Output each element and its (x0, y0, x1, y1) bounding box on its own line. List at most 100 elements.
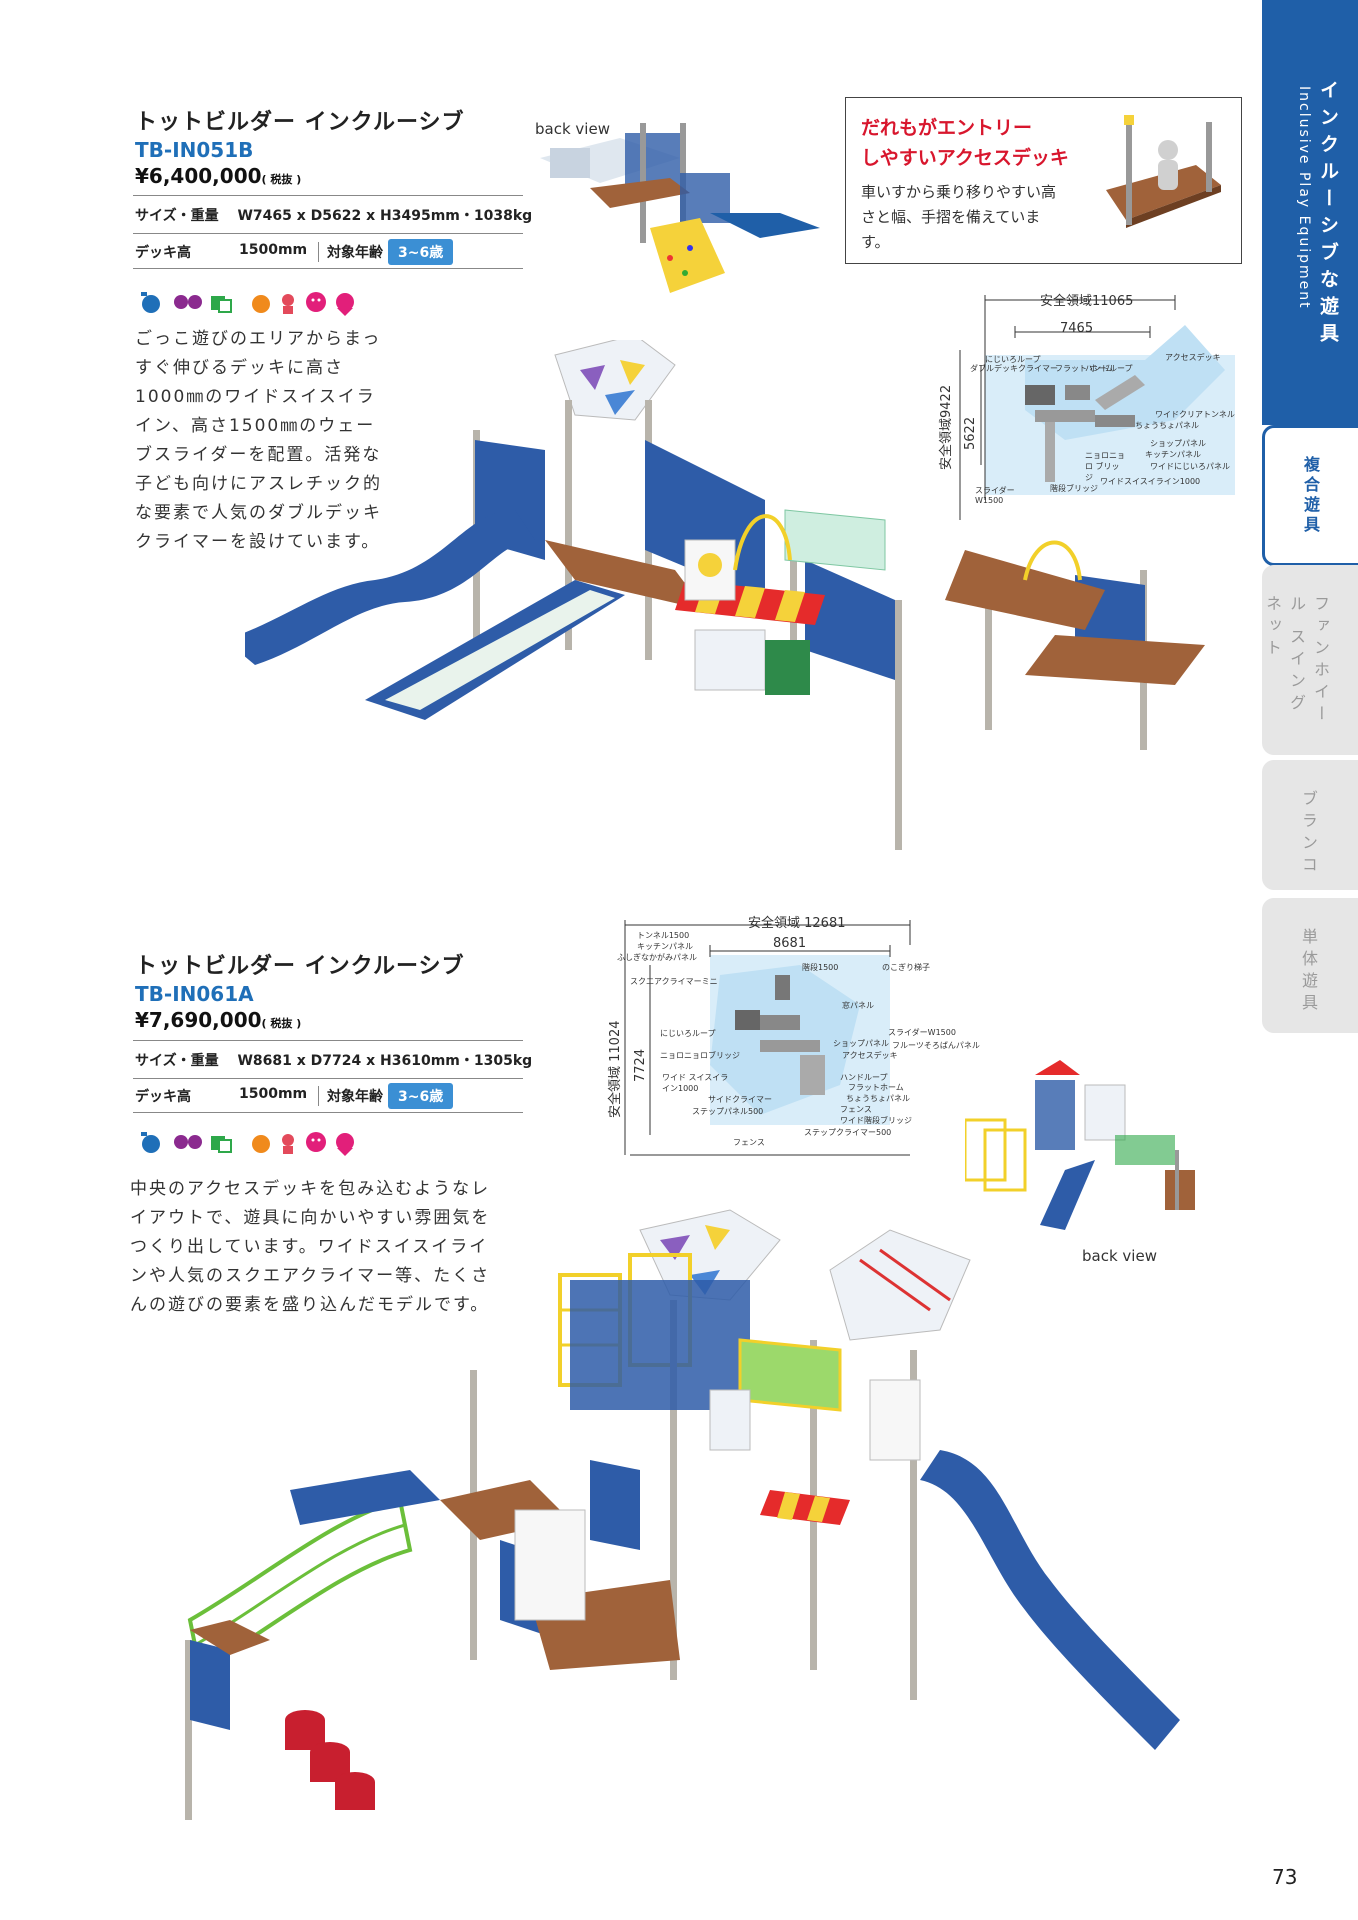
p1-lbl-10: ワイドにじいろパネル (1150, 462, 1230, 471)
product2-feature-icons (141, 1132, 354, 1156)
product2-back-view-label: back view (1082, 1247, 1157, 1265)
p1-lbl-12: 階段ブリッジ (1050, 484, 1098, 493)
product2-deck-value: 1500mm (239, 1086, 308, 1102)
product2-size-row: サイズ・重量 W8681 x D7724 x H3610mm・1305kg (135, 1050, 532, 1070)
p2-lbl-3: スクエアクライマーミニ (630, 977, 718, 986)
product1-back-view-label: back view (535, 120, 610, 138)
product1-rule-1 (133, 195, 523, 196)
side-tab-funwheel[interactable]: ファンホイール スイングネット (1262, 565, 1358, 755)
product2-rule-1 (133, 1040, 523, 1041)
product2-safety-width: 安全領域 12681 (748, 916, 846, 931)
side-tab-funwheel-label: ファンホイール スイングネット (1263, 595, 1330, 727)
side-tab-inclusive-en: Inclusive Play Equipment (1296, 86, 1312, 310)
p2-lbl-0: トンネル1500 (637, 931, 690, 940)
product2-code: TB-IN061A (135, 982, 254, 1006)
product1-tax: ( 税抜 ) (261, 173, 302, 186)
p1-lbl-8: キッチンパネル (1145, 450, 1201, 459)
product2-price-value: ¥7,690,000 (135, 1008, 262, 1032)
p2-lbl-6: 窓パネル (842, 1001, 874, 1010)
side-tab-inclusive[interactable]: インクルーシブな遊具 Inclusive Play Equipment (1262, 0, 1358, 425)
product2-depth: 7724 (633, 1048, 648, 1082)
p2-lbl-9: スライダーW1500 (888, 1028, 956, 1037)
side-tab-swing-label: ブランコ (1299, 790, 1318, 878)
product1-safety-width: 安全領域11065 (1040, 294, 1134, 309)
product1-size-value: W7465 x D5622 x H3495mm・1038kg (237, 208, 533, 224)
product1-feature-icons (141, 292, 354, 316)
product1-deck-value: 1500mm (239, 242, 308, 258)
product1-rule-3 (133, 268, 523, 269)
product2-price: ¥7,690,000( 税抜 ) (135, 1008, 301, 1032)
p2-lbl-4: 階段1500 (802, 963, 839, 972)
product2-safety-depth: 安全領域 11024 (608, 1020, 623, 1119)
product1-price: ¥6,400,000( 税抜 ) (135, 164, 301, 188)
product2-rule-3 (133, 1112, 523, 1113)
product1-age-label: 対象年齢 (318, 242, 383, 262)
product2-back-view-image (965, 1060, 1195, 1230)
p2-lbl-13: ワイド スイスイライン1000 (662, 1073, 729, 1093)
product1-callout: だれもがエントリー しやすいアクセスデッキ 車いすから乗り移りやすい高さと幅、手… (845, 97, 1242, 264)
side-tab-composite-label: 複合遊具 (1301, 456, 1320, 536)
p1-lbl-6: ちょうちょパネル (1135, 421, 1199, 430)
p2-lbl-7: にじいろループ (660, 1029, 716, 1038)
p1-lbl-0: にじいろループ (985, 355, 1041, 364)
page-number: 73 (1272, 1865, 1298, 1889)
product2-icons (133, 1128, 393, 1160)
product1-dimension-diagram (959, 295, 1235, 520)
side-tab-composite[interactable]: 複合遊具 (1262, 425, 1358, 566)
p2-lbl-8: ショップパネル (833, 1039, 889, 1048)
product2-size-label: サイズ・重量 (135, 1053, 219, 1069)
product2-rule-2 (133, 1078, 523, 1079)
product1-main-image (245, 340, 1205, 850)
product2-main-image (185, 1209, 1180, 1820)
p2-lbl-21: ステップクライマー500 (804, 1128, 892, 1137)
product2-age-label: 対象年齢 (318, 1086, 383, 1106)
product1-deck-row: デッキ高 1500mm 対象年齢 3~6歳 (135, 239, 525, 265)
p2-lbl-15: フラットホーム (848, 1083, 904, 1092)
p1-lbl-5: ワイドクリアトンネル (1155, 410, 1235, 419)
access-deck-image (1106, 115, 1221, 228)
product2-dimension-diagram (624, 920, 911, 1156)
product1-callout-title-1: だれもがエントリー (861, 117, 1033, 139)
product1-deck-label: デッキ高 (135, 245, 191, 261)
product1-age-badge: 3~6歳 (388, 239, 454, 265)
p1-lbl-7: ショップパネル (1150, 439, 1206, 448)
product2-deck-label: デッキ高 (135, 1089, 191, 1105)
product1-width: 7465 (1060, 321, 1094, 336)
p1-lbl-3: ハンドループ (1085, 364, 1133, 373)
p1-lbl-11: ワイドスイスイライン1000 (1100, 477, 1201, 486)
product1-size-row: サイズ・重量 W7465 x D5622 x H3495mm・1038kg (135, 205, 532, 225)
product2-deck-row: デッキ高 1500mm 対象年齢 3~6歳 (135, 1083, 525, 1109)
p2-lbl-22: フェンス (733, 1138, 765, 1147)
product1-rule-2 (133, 233, 523, 234)
p1-lbl-1: ダブルデッキクライマー (970, 364, 1058, 373)
p1-lbl-13: スライダー W1500 (975, 486, 1015, 505)
p2-lbl-2: ふしぎなかがみパネル (617, 953, 697, 962)
side-tab-swing[interactable]: ブランコ (1262, 760, 1358, 890)
product1-size-label: サイズ・重量 (135, 208, 219, 224)
product2-size-value: W8681 x D7724 x H3610mm・1305kg (237, 1053, 533, 1069)
side-tab-single[interactable]: 単体遊具 (1262, 898, 1358, 1033)
p2-lbl-19: フェンス (840, 1105, 872, 1114)
product1-callout-body: 車いすから乗り移りやすい高さと幅、手摺を備えています。 (861, 183, 1057, 251)
p1-lbl-4: アクセスデッキ (1165, 353, 1221, 362)
product1-icons (133, 288, 393, 320)
product2-tax: ( 税抜 ) (261, 1017, 302, 1030)
product1-title: トットビルダー インクルーシブ (135, 110, 465, 135)
p2-lbl-16: サイドクライマー (708, 1095, 772, 1104)
p2-lbl-5: のこぎり梯子 (882, 963, 930, 972)
p2-lbl-12: アクセスデッキ (842, 1051, 898, 1060)
p1-lbl-9: ニョロニョロ ブリッジ (1085, 451, 1125, 482)
product2-width: 8681 (773, 936, 807, 951)
side-tab-inclusive-jp: インクルーシブな遊具 (1317, 80, 1339, 350)
p2-lbl-10: フルーツそろばんパネル (892, 1041, 980, 1050)
p2-lbl-18: ステップパネル500 (692, 1107, 764, 1116)
p2-lbl-20: ワイド階段ブリッジ (840, 1116, 912, 1125)
product1-code: TB-IN051B (135, 138, 254, 162)
product1-callout-title-2: しやすいアクセスデッキ (861, 147, 1069, 169)
p2-lbl-1: キッチンパネル (637, 942, 693, 951)
product2-title: トットビルダー インクルーシブ (135, 954, 465, 979)
product1-description: ごっこ遊びのエリアからまっすぐ伸びるデッキに高さ1000㎜のワイドスイスイライン… (135, 329, 382, 552)
product1-price-value: ¥6,400,000 (135, 164, 262, 188)
p1-lbl-2: フラット ホーム (1055, 364, 1114, 373)
p2-lbl-17: ちょうちょパネル (846, 1094, 910, 1103)
